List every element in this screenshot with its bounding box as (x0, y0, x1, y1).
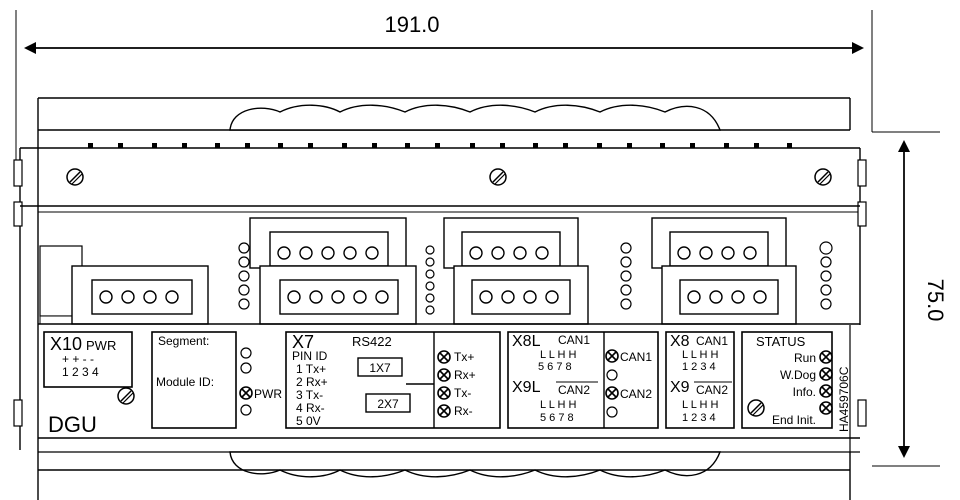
x9l-letters: L L H H (540, 399, 577, 411)
rail-bottom (38, 452, 851, 500)
run-led-icon (819, 350, 833, 364)
wdog-led-icon (819, 367, 833, 381)
info-led-icon (819, 384, 833, 398)
x8l-x9l-panel: X8L CAN1 L L H H 5 6 7 8 X9L CAN2 L L H … (507, 331, 659, 429)
tx-plus-led-icon (437, 350, 451, 364)
x8l-can: CAN1 (558, 333, 590, 347)
x10-panel: X10 PWR + + - - 1 2 3 4 (43, 331, 133, 388)
mounting-screw-right (814, 168, 832, 186)
x8-pins: 1 2 3 4 (682, 361, 716, 373)
status-wdog: W.Dog (780, 368, 816, 382)
status-run: Run (794, 351, 816, 365)
width-dimension-label: 191.0 (384, 12, 439, 37)
terminal-block-x8-upper (651, 217, 787, 269)
x9-letters: L L H H (682, 399, 719, 411)
x7-pin-2: 2 Rx+ (296, 375, 328, 389)
x7-led-tx-minus: Tx- (454, 386, 471, 400)
x9-title: X9 (670, 379, 690, 396)
led-column-a (238, 242, 435, 315)
terminal-block-x8l-upper (443, 217, 579, 269)
x7-panel: X7 RS422 PIN ID 1 Tx+ 2 Rx+ 3 Tx- 4 Rx- … (285, 331, 501, 429)
segment-label: Segment: (158, 334, 209, 348)
can1-led-label: CAN1 (620, 350, 652, 364)
x8-x9-panel: X8 CAN1 L L H H 1 2 3 4 X9 CAN2 L L H H … (665, 331, 735, 429)
tx-minus-led-icon (437, 386, 451, 400)
x7-box-2x7: 2X7 (377, 397, 399, 411)
x10-subtitle: PWR (86, 338, 116, 353)
module-id-label: Module ID: (156, 375, 214, 389)
height-dimension: 75.0 (872, 131, 948, 467)
end-init-led-icon (819, 401, 833, 415)
x9l-can: CAN2 (558, 383, 590, 397)
x7-pin-1: 1 Tx+ (296, 362, 326, 376)
dgu-screw (117, 387, 135, 405)
terminal-block-x9l-lower (453, 265, 589, 325)
x8l-title: X8L (512, 333, 541, 350)
status-info: Info. (793, 385, 816, 399)
status-screw-icon (747, 399, 765, 417)
pwr-led-label: PWR (254, 387, 282, 401)
x9-can: CAN2 (696, 383, 728, 397)
can2-led-label: CAN2 (620, 387, 652, 401)
x9l-title: X9L (512, 379, 541, 396)
x7-protocol: RS422 (352, 334, 392, 349)
x8-title: X8 (670, 333, 690, 350)
x7-pin-5: 5 0V (296, 414, 321, 428)
status-title: STATUS (756, 334, 806, 349)
can1-led-icon (605, 349, 619, 363)
status-panel: STATUS Run W.Dog Info. End Init. (741, 331, 833, 429)
x7-title: X7 (292, 332, 314, 352)
pwr-led-icon (239, 386, 253, 400)
x7-led-tx-plus: Tx+ (454, 350, 474, 364)
rail-slots (88, 143, 792, 148)
x8l-letters: L L H H (540, 349, 577, 361)
id-panel: Segment: Module ID: PWR (151, 331, 282, 429)
x7-led-rx-plus: Rx+ (454, 368, 476, 382)
height-dimension-label: 75.0 (923, 279, 948, 322)
x10-title: X10 (50, 334, 82, 354)
rx-plus-led-icon (437, 368, 451, 382)
top-clips (229, 104, 722, 131)
terminal-block-x7-lower (259, 265, 417, 325)
rx-minus-led-icon (437, 404, 451, 418)
width-dimension: 191.0 (15, 10, 873, 160)
mounting-screw-left (66, 168, 84, 186)
x7-pin-3: 3 Tx- (296, 388, 323, 402)
bottom-clips (229, 451, 722, 478)
can2-led-icon (605, 386, 619, 400)
x10-signs: + + - - (62, 352, 94, 366)
drawing-id: HA459706C (837, 366, 851, 432)
x8-can: CAN1 (696, 334, 728, 348)
x8l-pins: 5 6 7 8 (538, 361, 572, 373)
terminal-block-x9-lower (661, 265, 797, 325)
side-tabs (13, 159, 867, 427)
device-label: DGU (48, 412, 97, 437)
terminal-block-x10 (71, 265, 209, 325)
x10-pins: 1 2 3 4 (62, 365, 99, 379)
status-end-init: End Init. (772, 413, 816, 427)
x7-pin-header: PIN ID (292, 349, 328, 363)
x8-letters: L L H H (682, 349, 719, 361)
x9l-pins: 5 6 7 8 (540, 412, 574, 424)
x7-pin-4: 4 Rx- (296, 401, 325, 415)
mounting-screw-center (489, 168, 507, 186)
x7-led-rx-minus: Rx- (454, 404, 473, 418)
terminal-block-x7-upper (249, 217, 407, 269)
x9-pins: 1 2 3 4 (682, 412, 716, 424)
led-column-b (620, 241, 833, 310)
x7-box-1x7: 1X7 (369, 361, 391, 375)
